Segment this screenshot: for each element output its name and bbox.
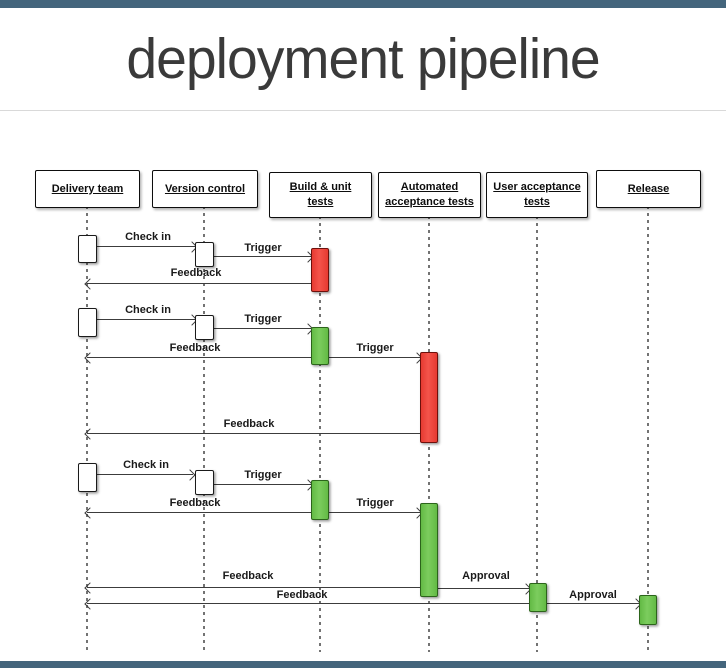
message-label-trigger: Trigger [356,497,394,509]
message-label-feedback: Feedback [170,267,222,279]
actor-box-release: Release [596,170,701,208]
activation-pass-build-unit-tests [311,327,329,365]
lifeline-release [647,206,649,652]
arrowhead-right-icon [184,468,196,481]
actor-label-delivery-team: Delivery team [51,182,124,195]
slide-bottom-accent-bar [0,661,726,668]
message-arrow-trigger [329,351,423,364]
message-label-feedback: Feedback [223,418,275,430]
message-arrow-feedback [84,351,311,364]
message-arrow-check-in [97,313,198,326]
activation-plain-version-control [195,315,214,340]
actor-label-automated-acceptance-tests: Automated acceptance tests [385,181,474,208]
title-area: deployment pipeline [0,8,726,109]
lifeline-version-control [203,206,205,652]
message-label-feedback: Feedback [169,497,221,509]
activation-plain-version-control [195,470,214,495]
activation-pass-automated-acceptance-tests [420,503,438,597]
message-arrow-approval [438,582,532,595]
message-arrow-check-in [97,240,198,253]
lifeline-user-acceptance-tests [536,216,538,652]
activation-plain-delivery-team [78,235,97,263]
activation-plain-version-control [195,242,214,267]
message-arrow-feedback [84,581,420,594]
message-arrow-check-in [97,468,196,481]
actor-box-build-unit-tests: Build & unit tests [269,172,372,218]
message-label-trigger: Trigger [244,242,282,254]
message-arrow-trigger [213,478,314,491]
message-label-feedback: Feedback [169,342,221,354]
message-arrow-feedback [84,506,311,519]
actor-box-version-control: Version control [152,170,258,208]
message-label-trigger: Trigger [244,313,282,325]
activation-pass-build-unit-tests [311,480,329,520]
actor-label-version-control: Version control [164,182,246,195]
actor-box-automated-acceptance-tests: Automated acceptance tests [378,172,481,218]
activation-pass-user-acceptance-tests [529,583,547,612]
actor-label-build-unit-tests: Build & unit tests [289,181,352,208]
message-arrow-feedback [84,277,311,290]
message-arrow-trigger [213,322,314,335]
slide-title: deployment pipeline [126,26,600,91]
message-label-feedback: Feedback [276,589,328,601]
message-label-trigger: Trigger [244,469,282,481]
message-label-trigger: Trigger [356,342,394,354]
message-label-approval: Approval [569,589,617,601]
message-label-approval: Approval [462,570,510,582]
lifeline-delivery-team [86,206,88,652]
activation-fail-build-unit-tests [311,248,329,292]
message-label-check-in: Check in [125,231,171,243]
slide-top-accent-bar [0,0,726,8]
actor-label-user-acceptance-tests: User acceptance tests [493,181,581,208]
activation-plain-delivery-team [78,463,97,492]
actor-label-release: Release [627,182,670,195]
actor-box-delivery-team: Delivery team [35,170,140,208]
message-arrow-approval [547,597,642,610]
message-arrow-trigger [329,506,423,519]
activation-pass-release [639,595,657,625]
message-label-feedback: Feedback [222,570,274,582]
actor-box-user-acceptance-tests: User acceptance tests [486,172,588,218]
message-arrow-trigger [213,250,314,263]
activation-plain-delivery-team [78,308,97,337]
title-divider [0,110,726,111]
message-label-check-in: Check in [123,459,169,471]
message-arrow-feedback [84,597,529,610]
activation-fail-automated-acceptance-tests [420,352,438,443]
message-arrow-feedback [84,427,420,440]
message-label-check-in: Check in [125,304,171,316]
